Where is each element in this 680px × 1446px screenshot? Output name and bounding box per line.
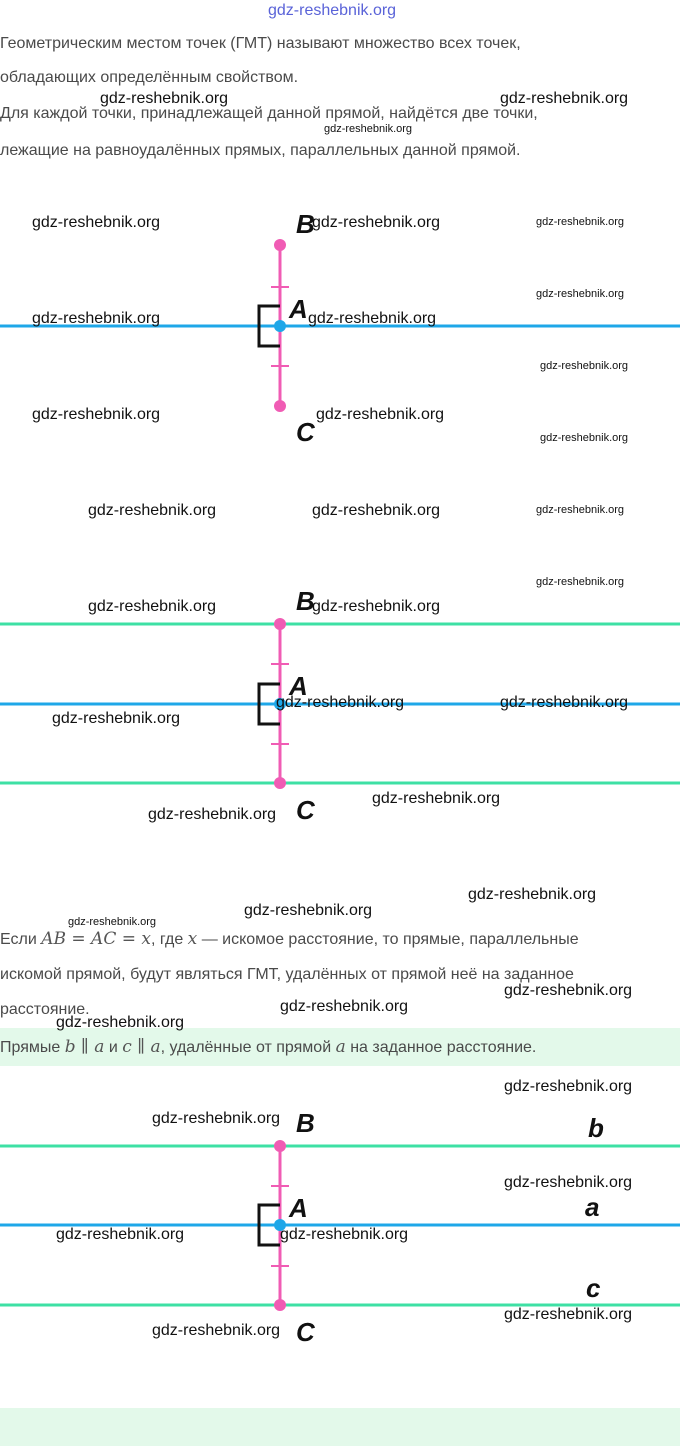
diagram-2: B A C (0, 586, 680, 825)
label-c: C (296, 1317, 316, 1347)
answer-highlight: Прямые b ∥ a и c ∥ a, удалённые от прямо… (0, 1028, 680, 1066)
text: — искомое расстояние, то прямые, паралле… (201, 931, 579, 948)
label-line-c: c (586, 1273, 601, 1303)
label-line-a: a (585, 1192, 599, 1222)
text: Если (0, 931, 37, 948)
watermark: gdz-reshebnik.org (56, 1226, 185, 1243)
label-c: C (296, 795, 316, 825)
watermark: gdz-reshebnik.org (540, 360, 629, 372)
watermark: gdz-reshebnik.org (148, 806, 277, 823)
watermark: gdz-reshebnik.org (308, 310, 437, 327)
watermark: gdz-reshebnik.org (536, 288, 625, 300)
explanation-line: Если AB = AC = x, где x — искомое рассто… (0, 929, 579, 950)
watermark: gdz-reshebnik.org (468, 886, 597, 903)
paragraph-line: Геометрическим местом точек (ГМТ) называ… (0, 35, 521, 52)
text: и (108, 1039, 118, 1056)
watermark: gdz-reshebnik.org (68, 916, 157, 928)
watermark: gdz-reshebnik.org (280, 998, 409, 1015)
diagram-1: B A C (0, 209, 680, 447)
text: Прямые (0, 1039, 61, 1056)
bottom-highlight (0, 1408, 680, 1446)
watermark: gdz-reshebnik.org (536, 216, 625, 228)
point-c (274, 1299, 286, 1311)
watermark: gdz-reshebnik.org (32, 214, 161, 231)
point-b (274, 1140, 286, 1152)
label-b: B (296, 586, 315, 616)
watermark: gdz-reshebnik.org (504, 1306, 633, 1323)
point-a (274, 320, 286, 332)
label-c: C (296, 417, 316, 447)
formula: c ∥ a (122, 1037, 161, 1057)
formula: AB = AC = x (41, 929, 151, 949)
point-b (274, 618, 286, 630)
explanation-line: искомой прямой, будут являться ГМТ, удал… (0, 966, 574, 983)
diagram-3: B A C b a c (0, 1108, 680, 1347)
watermark: gdz-reshebnik.org (316, 406, 445, 423)
watermark: gdz-reshebnik.org (52, 710, 181, 727)
watermark: gdz-reshebnik.org (88, 502, 217, 519)
label-line-b: b (588, 1113, 604, 1143)
watermark: gdz-reshebnik.org (32, 310, 161, 327)
text: на заданное расстояние. (350, 1039, 537, 1056)
watermark: gdz-reshebnik.org (504, 1078, 633, 1095)
watermark: gdz-reshebnik.org (88, 598, 217, 615)
paragraph-line: лежащие на равноудалённых прямых, паралл… (0, 142, 521, 159)
label-b: B (296, 1108, 315, 1138)
formula: a (335, 1037, 346, 1057)
watermark: gdz-reshebnik.org (56, 1014, 185, 1031)
paragraph-line: обладающих определённым свойством. (0, 69, 299, 86)
watermark: gdz-reshebnik.org (100, 90, 229, 107)
point-b (274, 239, 286, 251)
point-c (274, 777, 286, 789)
watermark: gdz-reshebnik.org (312, 214, 441, 231)
watermark: gdz-reshebnik.org (500, 90, 629, 107)
text: , удалённые от прямой (160, 1039, 332, 1056)
label-a: A (288, 671, 308, 701)
watermark: gdz-reshebnik.org (536, 504, 625, 516)
label-a: A (288, 294, 308, 324)
point-a (274, 1219, 286, 1231)
right-angle-icon (257, 682, 280, 726)
point-a (274, 698, 286, 710)
formula: x (187, 929, 198, 949)
paragraph-line: Для каждой точки, принадлежащей данной п… (0, 105, 538, 122)
text: , где (150, 931, 184, 948)
label-b: B (296, 209, 315, 239)
formula: b ∥ a (64, 1037, 105, 1057)
watermark: gdz-reshebnik.org (152, 1110, 281, 1127)
watermark: gdz-reshebnik.org (312, 598, 441, 615)
watermark: gdz-reshebnik.org (32, 406, 161, 423)
watermark: gdz-reshebnik.org (504, 982, 633, 999)
explanation-line: расстояние. (0, 1001, 90, 1018)
watermark: gdz-reshebnik.org (324, 123, 413, 135)
watermark: gdz-reshebnik.org (504, 1174, 633, 1191)
watermark: gdz-reshebnik.org (244, 902, 373, 919)
site-header[interactable]: gdz-reshebnik.org (268, 2, 397, 19)
watermark: gdz-reshebnik.org (280, 1226, 409, 1243)
watermark: gdz-reshebnik.org (152, 1322, 281, 1339)
watermark: gdz-reshebnik.org (500, 694, 629, 711)
watermark: gdz-reshebnik.org (312, 502, 441, 519)
watermark: gdz-reshebnik.org (536, 576, 625, 588)
watermark: gdz-reshebnik.org (276, 694, 405, 711)
label-a: A (288, 1193, 308, 1223)
point-c (274, 400, 286, 412)
watermark: gdz-reshebnik.org (540, 432, 629, 444)
answer-text: Прямые b ∥ a и c ∥ a, удалённые от прямо… (0, 1037, 536, 1058)
right-angle-icon (257, 304, 280, 348)
right-angle-icon (257, 1203, 280, 1247)
watermark: gdz-reshebnik.org (372, 790, 501, 807)
